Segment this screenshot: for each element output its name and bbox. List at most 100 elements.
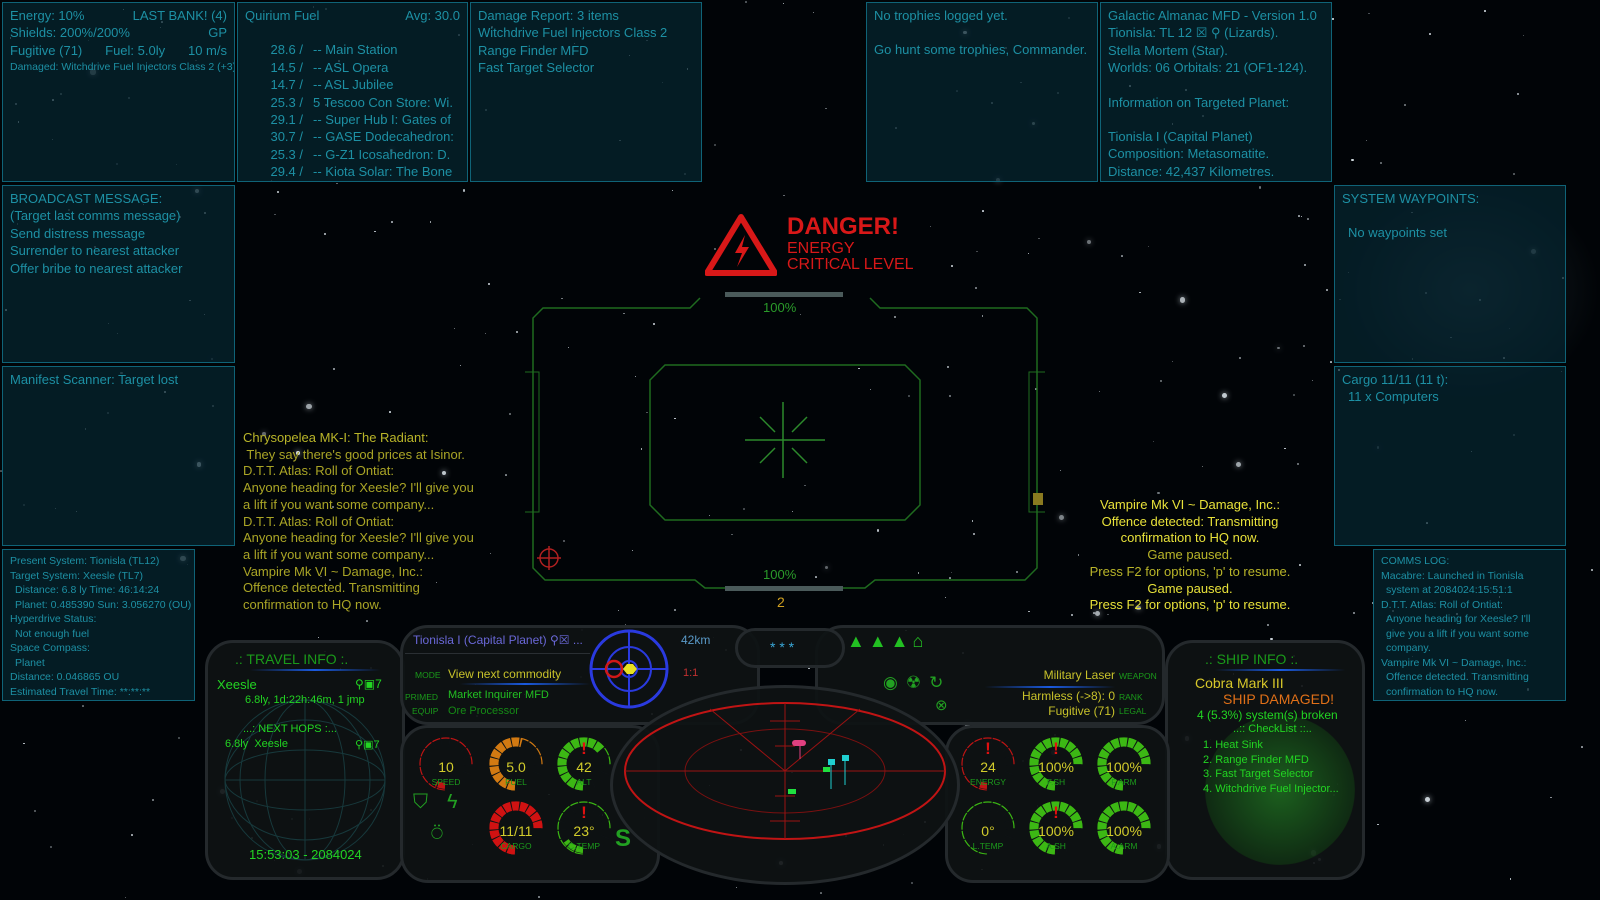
fuel-price-row: 14.5 /-- ASL Opera [245,59,460,76]
target-distance: Distance: 6.8 ly Time: 46:14:24 [15,584,160,596]
star [735,887,737,889]
broadcast-option-distress[interactable]: Send distress message [10,225,146,241]
star [1299,564,1301,567]
target-planet-name[interactable]: Tionisla I (Capital Planet) ⚲☒ ... [413,633,583,647]
aarm-gauge: 100% A.ARM [1093,797,1155,859]
government-icon: ☒ [558,633,570,647]
star [1403,104,1406,107]
cargo-title: Cargo 11/11 (11 t): [1342,372,1449,387]
star [1351,158,1354,161]
comms-log-line: give you a lift if you want some [1386,627,1529,640]
star [538,896,541,899]
government-icon: ▣ [363,739,374,751]
gauge-value: 5.0 [506,759,526,775]
star [976,251,978,253]
target-more: ... [572,633,583,647]
trophies-hint: Go hunt some trophies, Commander. [874,42,1088,58]
primed-value[interactable]: Market Inquirer MFD [448,689,549,701]
star [1136,605,1141,610]
compass-distance: Distance: 0.046865 OU [10,671,120,683]
mode-value[interactable]: View next commodity [448,667,562,681]
fuel-price: 28.6 / [270,42,303,58]
checklist-item: 1. Heat Sink [1203,739,1263,751]
scanner-blip-station [792,740,806,746]
star [1094,611,1100,617]
star [949,577,951,579]
fuel-price: 25.3 / [270,94,303,110]
comms-log-title: COMMS LOG: [1381,555,1450,567]
star [782,2,784,4]
fuel-station: -- G-Z1 Icosahedron: D. [313,146,451,162]
star [827,262,830,264]
gauge-value: 23° [573,823,595,839]
gauge-arc [961,801,1015,855]
gauge-label: CARGO [500,841,532,851]
fuel-price: 29.4 / [270,164,303,180]
star [825,107,827,109]
star [1522,34,1525,37]
radiation-icon: ☢ [905,673,930,692]
radar-scanner[interactable] [620,701,950,851]
star [1152,440,1155,443]
last-bank-warning: LAST BANK! (4) [132,8,227,23]
gauge-arc [1029,737,1083,791]
alert-line: Vampire Mk VI ~ Damage, Inc.: [1099,497,1281,512]
target-label: Tionisla I (Capital Planet) [413,633,547,647]
scanner-zoom-ratio[interactable]: 1:1 [683,667,699,679]
damage-report-panel: Damage Report: 3 items Witchdrive Fuel I… [470,2,702,182]
star [430,221,432,223]
alert-line: Game paused. [1147,547,1233,563]
broadcast-option-target-last[interactable]: (Target last comms message) [10,208,181,224]
almanac-info-title: Information on Targeted Planet: [1108,94,1290,110]
star [567,346,570,349]
star [453,328,456,330]
star [1293,394,1295,396]
trophies-text: No trophies logged yet. [874,8,1008,23]
gauge-arc [557,737,611,791]
star [1365,139,1368,142]
star [50,846,52,849]
equip-value[interactable]: Ore Processor [448,705,519,717]
star [1238,357,1241,359]
star [808,668,810,670]
star [489,553,491,555]
gauge-arc [419,737,473,791]
star [631,550,633,552]
fuel-price: 30.7 / [270,129,303,145]
fuel-price: 29.1 / [270,112,303,128]
broadcast-option-bribe[interactable]: Offer bribe to nearest attacker [10,260,183,276]
compass-ship-icon [623,664,637,674]
star [130,834,133,837]
scanner-blip-ship [788,789,796,794]
game-clock: 15:53:03 - 2084024 [249,847,362,862]
star [1201,465,1204,468]
species-icon: ⚲ [549,633,559,647]
broadcast-option-surrender[interactable]: Surrender to nearest attacker [10,243,180,259]
gauge-arc [557,801,611,855]
gauge-label: A.SH [1046,841,1066,851]
star [1353,611,1356,614]
gauge-value: 100% [1038,759,1074,775]
waypoints-panel: SYSTEM WAYPOINTS: No waypoints set [1334,185,1566,363]
damage-title: Damage Report: 3 items [478,8,619,23]
gauge-arc [489,801,543,855]
star [950,265,953,268]
refresh-icon: ↻ [929,673,952,692]
target-range: 42km [681,633,711,647]
tech-level: 7 [375,677,382,691]
mode-label: MODE [415,670,441,680]
checklist-item: 4. Witchdrive Fuel Injector... [1203,782,1339,795]
gp-label: GP [208,25,227,41]
sector-indicator: S [615,825,632,852]
star [1580,746,1583,748]
fuel-station: -- ASL Jubilee [313,77,394,93]
star [1259,186,1262,189]
status-arrow-icons: ▲▲▲⌂ [847,631,928,651]
star [624,624,626,626]
gauge-label: L.TEMP [972,841,1004,851]
star [1326,289,1328,292]
star [708,514,710,516]
star [81,705,84,708]
comms-log-line: company. [1386,642,1431,654]
star [972,520,974,522]
